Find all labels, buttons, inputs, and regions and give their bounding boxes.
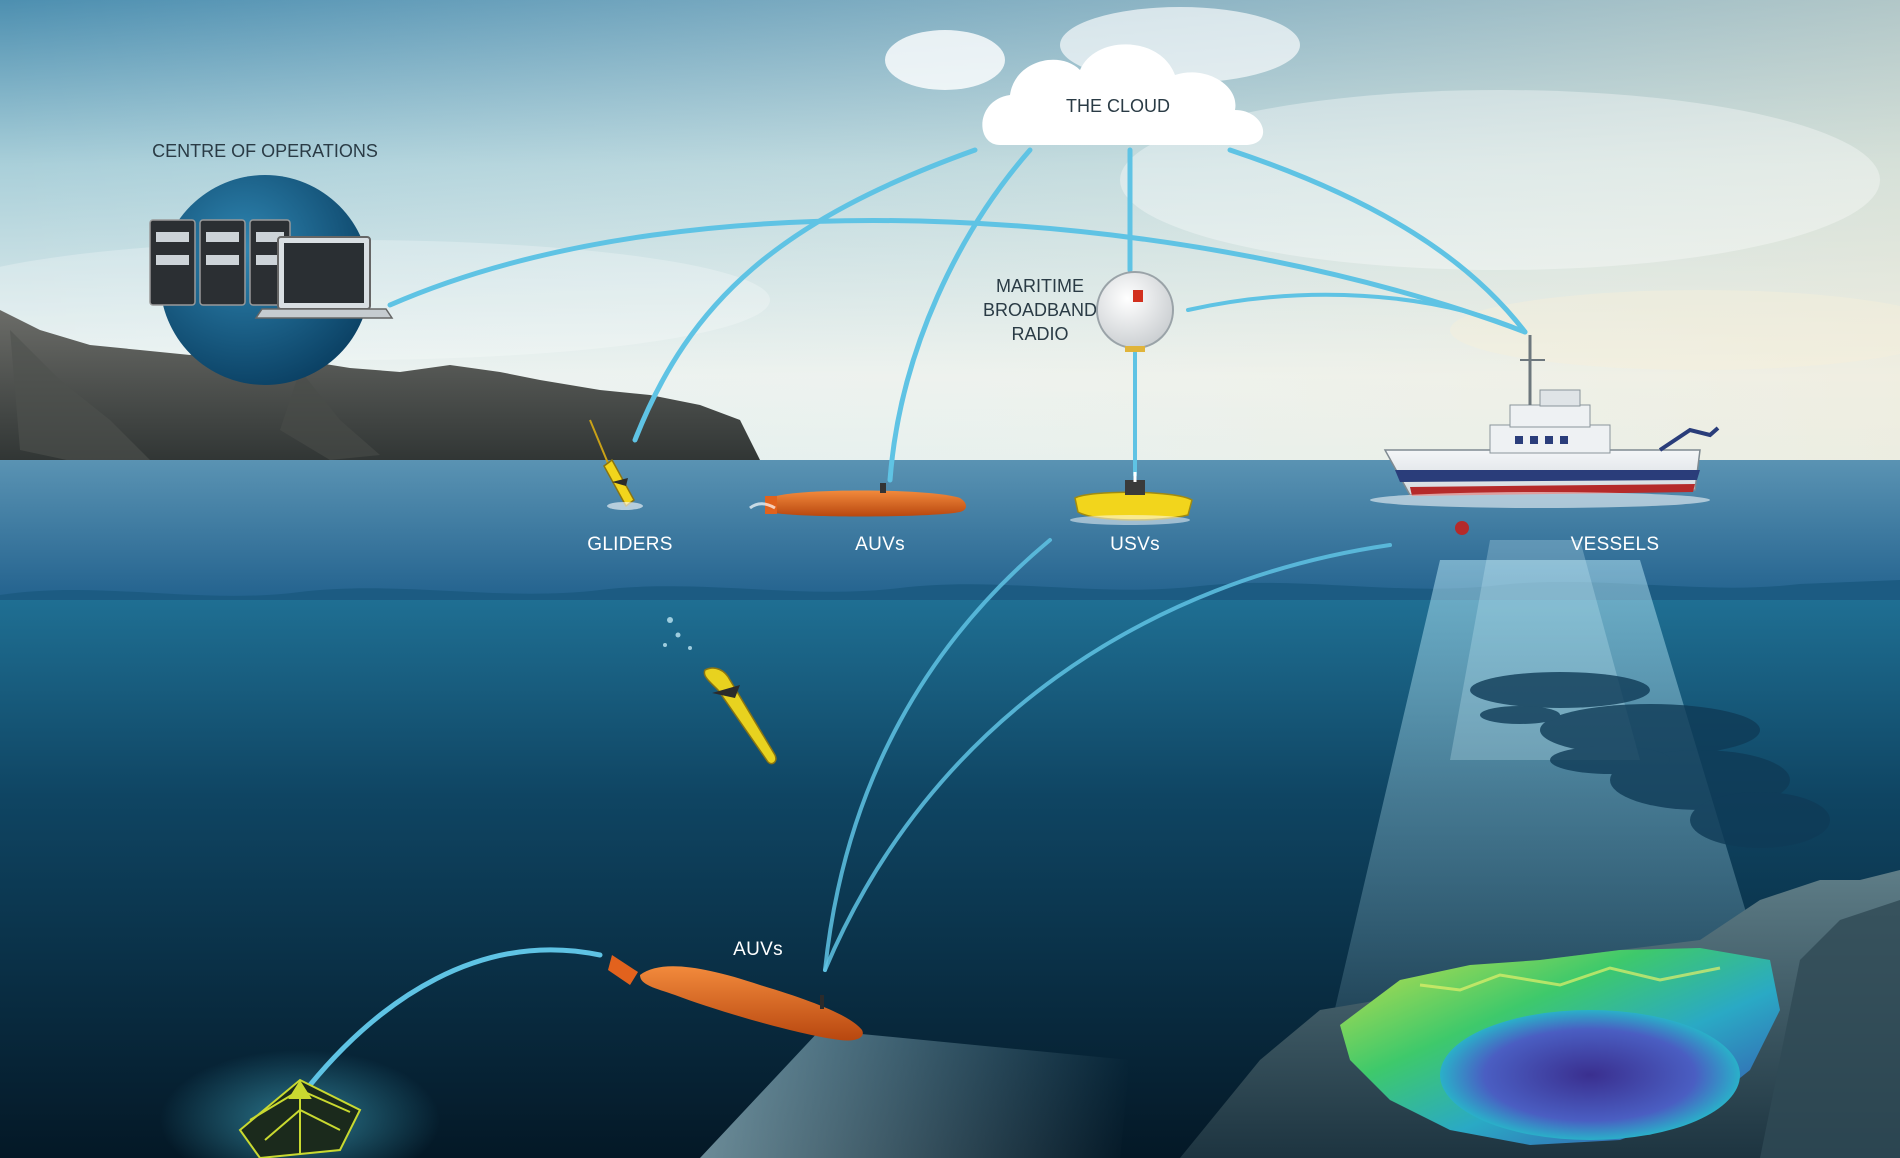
centre-label: CENTRE OF OPERATIONS [152,141,378,161]
gliders-label: GLIDERS [587,534,673,555]
link-vessels-auv [823,543,1392,972]
link-auv-lander [307,947,603,1088]
seafloor-map-icon [1340,948,1780,1145]
usvs-label: USVs [1110,534,1160,555]
laptop-icon [254,236,394,319]
link-cloud-gliders [632,147,978,443]
fish-school-icon [1470,672,1830,848]
seabed-lander-icon [238,1078,362,1158]
link-centre-vessels [387,218,1528,335]
communication-links [307,147,1528,1088]
radio-label-line2: BROADBAND [983,300,1097,320]
link-radio-vessels [1186,292,1527,334]
link-cloud-vessels [1227,147,1528,335]
coastline [0,310,760,468]
radio-dome-icon [1096,271,1174,352]
auvs-underwater-label: AUVs [733,939,783,960]
cloud-label: THE CLOUD [1066,96,1170,116]
auv-light-beam [700,1030,1130,1158]
vessels-label: VESSELS [1571,534,1660,555]
radio-label-line1: MARITIME [996,276,1084,296]
link-cloud-auvs-surface [887,147,1033,483]
usv-icon [1070,472,1193,525]
link-usvs-auv [823,538,1052,972]
cloud-icon [885,7,1300,145]
glider-icon [589,419,643,510]
auv-icon [749,483,966,517]
server-rack-icon [149,219,291,306]
ship-icon [1370,335,1720,535]
centre-of-operations [149,175,394,385]
auv-underwater-icon [608,955,863,1041]
radio-label-line3: RADIO [1011,324,1068,344]
underwater-glider-icon [663,617,777,765]
auvs-surface-label: AUVs [855,534,905,555]
